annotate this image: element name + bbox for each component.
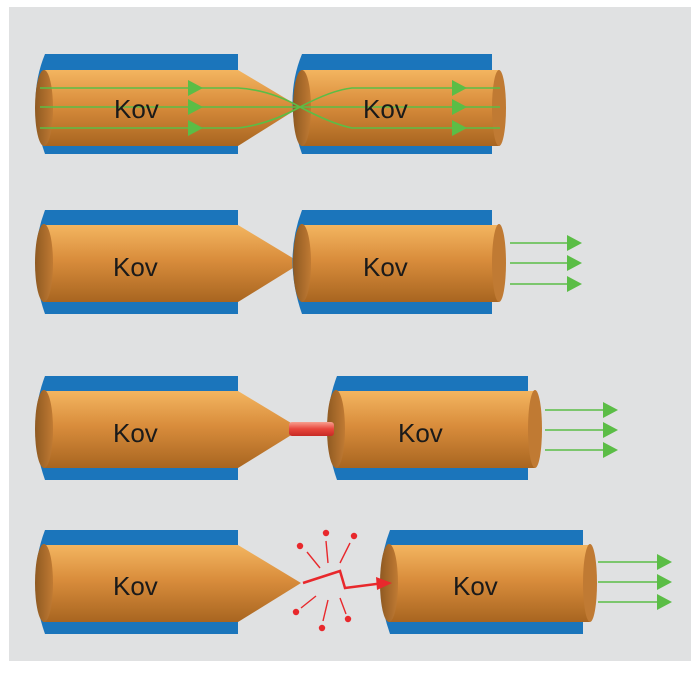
arrow-head [188, 120, 203, 136]
field-lines [598, 561, 660, 603]
arrow-head [452, 80, 467, 96]
spark-arrow-head [376, 577, 392, 590]
wire-body [44, 391, 301, 468]
spark-dot [318, 624, 326, 632]
arrow-head [452, 99, 467, 115]
panel-2: Kov Kov [35, 210, 582, 314]
field-lines [40, 87, 500, 129]
left-wire [35, 376, 301, 480]
wire-body [302, 70, 499, 146]
right-wire [292, 54, 506, 154]
arrow-head [603, 442, 618, 458]
label-right: Kov [363, 252, 408, 282]
spark-ray [300, 595, 317, 609]
wire-end-cap [583, 544, 597, 622]
spark-ray [339, 542, 351, 564]
field-lines [510, 242, 570, 285]
wire-body [389, 545, 590, 622]
spark-ray [339, 597, 347, 615]
arrow-head [188, 80, 203, 96]
spark-dot [344, 615, 352, 623]
arrow-head [188, 99, 203, 115]
arrow-head [657, 594, 672, 610]
wire-end-cap [35, 390, 53, 468]
field-arrows [188, 80, 467, 136]
wire-end-cap [35, 70, 53, 146]
arrow-head [657, 574, 672, 590]
arrow-head [567, 276, 582, 292]
spark-dot [350, 532, 358, 540]
spark-rays [300, 540, 351, 622]
wire-body [44, 545, 301, 622]
label-right: Kov [398, 418, 443, 448]
label-left: Kov [113, 418, 158, 448]
wire-body [44, 225, 301, 302]
label-right: Kov [363, 94, 408, 124]
spark [292, 529, 392, 632]
spark-dot [296, 542, 304, 550]
spark-dot [322, 529, 330, 537]
field-line [40, 106, 500, 129]
panel-4: Kov Kov [35, 529, 672, 634]
wire-body [336, 391, 535, 468]
wire-end-cap [492, 70, 506, 146]
arrow-head [603, 422, 618, 438]
label-right: Kov [453, 571, 498, 601]
panel-3: Kov Kov [35, 376, 618, 480]
wire-end-cap [327, 390, 345, 468]
arrow-head [452, 120, 467, 136]
label-left: Kov [113, 571, 158, 601]
left-wire [35, 530, 301, 634]
field-arrows [657, 554, 672, 610]
wire-body [44, 70, 300, 146]
arrow-head [567, 235, 582, 251]
spark-ray [306, 551, 321, 569]
panel-1: Kov Kov [35, 54, 506, 154]
left-wire [35, 210, 301, 314]
field-lines [545, 409, 605, 451]
arrow-head [567, 255, 582, 271]
right-wire [327, 376, 542, 480]
spark-ray [322, 599, 329, 622]
conductive-bridge [289, 422, 334, 436]
arrow-head [603, 402, 618, 418]
label-left: Kov [113, 252, 158, 282]
left-wire [35, 54, 300, 154]
wire-end-cap [35, 224, 53, 302]
wire-end-cap [492, 224, 506, 302]
spark-dot [292, 608, 300, 616]
wire-end-cap [35, 544, 53, 622]
label-left: Kov [114, 94, 159, 124]
spark-bolt [302, 569, 385, 590]
field-arrows [603, 402, 618, 458]
arrow-head [657, 554, 672, 570]
spark-ray [325, 540, 329, 564]
right-wire [292, 210, 506, 314]
field-arrows [567, 235, 582, 292]
wire-body [302, 225, 499, 302]
spark-dots [292, 529, 358, 632]
wire-end-cap [528, 390, 542, 468]
wire-end-cap [293, 224, 311, 302]
right-wire [380, 530, 597, 634]
